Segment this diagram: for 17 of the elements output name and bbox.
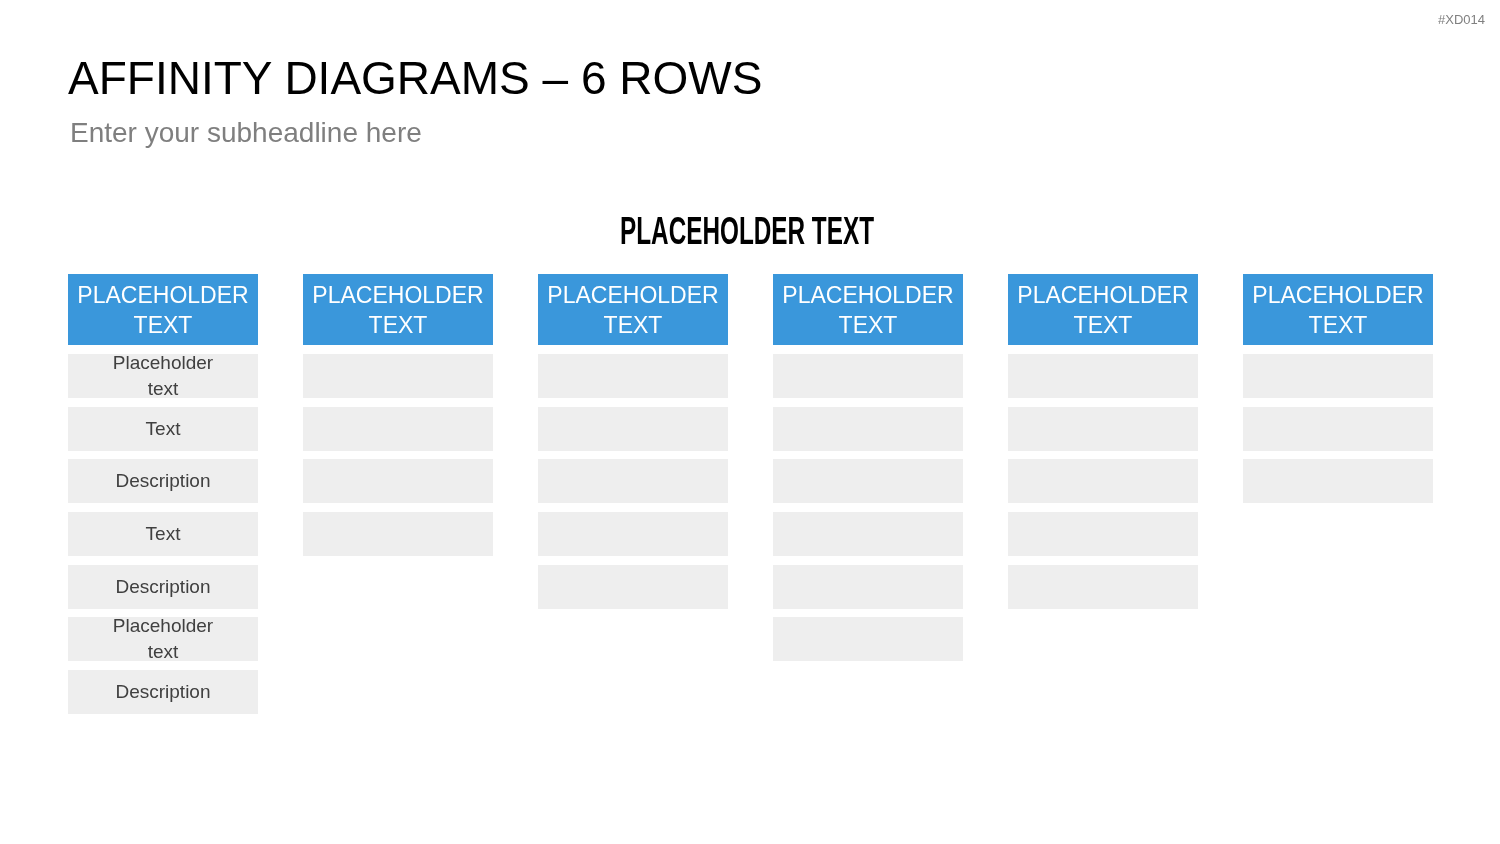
category-header: PLACEHOLDER TEXT [538, 274, 728, 345]
category-header: PLACEHOLDER TEXT [303, 274, 493, 345]
note-card: Description [68, 670, 258, 714]
note-card: Text [68, 512, 258, 556]
note-card: Placeholder text [68, 354, 258, 398]
section-heading: PLACEHOLDER TEXT [619, 209, 875, 254]
note-card: Description [68, 565, 258, 609]
category-header: PLACEHOLDER TEXT [773, 274, 963, 345]
note-card: Text [68, 407, 258, 451]
slide-code: #XD014 [1438, 11, 1485, 29]
note-card: Description [68, 459, 258, 503]
title: AFFINITY DIAGRAMS – 6 ROWS [68, 51, 763, 106]
subtitle: Enter your subheadline here [70, 116, 422, 150]
note-card: Placeholder text [68, 617, 258, 661]
category-header: PLACEHOLDER TEXT [68, 274, 258, 345]
category-header: PLACEHOLDER TEXT [1243, 274, 1433, 345]
category-header: PLACEHOLDER TEXT [1008, 274, 1198, 345]
